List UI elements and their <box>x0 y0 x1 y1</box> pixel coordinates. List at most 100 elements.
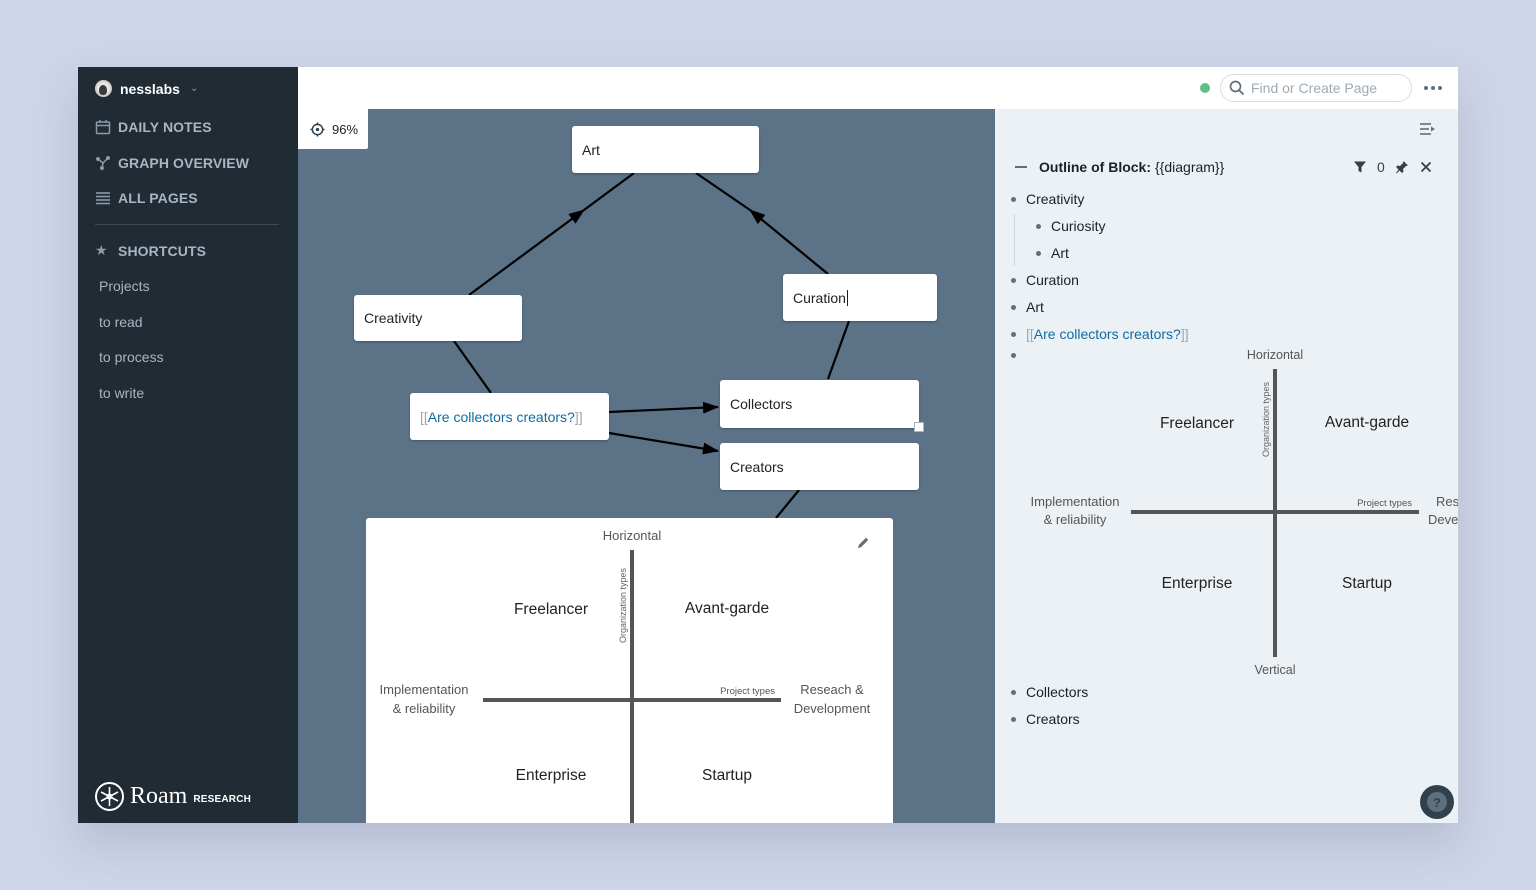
more-options-button[interactable] <box>1422 77 1444 99</box>
outline-block-creators[interactable]: Creators <box>1011 711 1080 727</box>
sidebar-item-daily-notes[interactable]: DAILY NOTES <box>95 119 212 135</box>
sidebar-item-label: DAILY NOTES <box>118 119 212 135</box>
pin-icon[interactable] <box>1395 160 1409 174</box>
left-label-line-2: & reliability <box>393 701 456 716</box>
outline-block-art[interactable]: Art <box>1011 299 1044 315</box>
resize-handle[interactable] <box>914 422 924 432</box>
chevron-down-icon: ⌄ <box>189 83 199 94</box>
page-link[interactable]: Are collectors creators? <box>1033 326 1181 342</box>
bullet-dot[interactable] <box>1011 353 1016 358</box>
top-bar <box>298 67 1458 109</box>
bullet-dot[interactable] <box>1011 689 1016 695</box>
bracket-close: ]] <box>1180 326 1189 342</box>
sidebar-item-all-pages[interactable]: ALL PAGES <box>95 190 198 206</box>
bullet-dot[interactable] <box>1011 331 1016 337</box>
bullet-dot[interactable] <box>1011 716 1016 722</box>
search-input[interactable] <box>1251 80 1401 96</box>
outline-title-bold: Outline of Block: <box>1039 159 1151 175</box>
block-text: Creativity <box>1026 191 1085 207</box>
node-collectors[interactable]: Collectors <box>720 380 919 428</box>
edge-creativity-art <box>468 209 585 296</box>
outline-quadrant-diagram: Horizontal Vertical Organization types P… <box>1031 348 1458 677</box>
graph-name: nesslabs <box>120 80 180 97</box>
node-creativity[interactable]: Creativity <box>354 295 522 341</box>
recenter-icon <box>310 121 325 137</box>
zoom-control[interactable]: 96% <box>298 109 368 149</box>
sidebar-item-label: ALL PAGES <box>118 190 198 206</box>
dot <box>1431 86 1435 90</box>
filter-count: 0 <box>1377 159 1385 175</box>
node-label: Creativity <box>364 310 423 326</box>
outline-block-collectors[interactable]: Collectors <box>1011 684 1088 700</box>
outline-block-curiosity[interactable]: Curiosity <box>1036 218 1105 234</box>
list-icon <box>96 192 110 205</box>
outline-block-diagram[interactable] <box>1011 353 1026 358</box>
child-thread-line <box>1014 214 1015 266</box>
close-icon[interactable] <box>1419 160 1433 174</box>
bracket-open: [[ <box>1026 326 1034 342</box>
help-button[interactable]: ? <box>1420 785 1454 819</box>
collapse-panel-icon[interactable] <box>1419 120 1437 138</box>
graph-switcher[interactable]: nesslabs ⌄ <box>95 80 198 97</box>
right-label-line-1: Res <box>1436 494 1458 509</box>
edge-art-creativity <box>583 172 635 211</box>
filter-icon[interactable] <box>1353 160 1367 174</box>
right-label-line-1: Reseach & <box>800 682 864 697</box>
quadrant-top-left: Freelancer <box>514 601 588 618</box>
dot <box>1438 86 1442 90</box>
bullet-dot[interactable] <box>1036 223 1041 229</box>
page-link[interactable]: Are collectors creators? <box>427 408 575 425</box>
quadrant-diagram: Horizontal Organization types Project ty… <box>380 528 871 823</box>
vertical-axis-label: Organization types <box>618 567 628 643</box>
pencil-icon[interactable] <box>855 535 871 551</box>
outline-block-creativity[interactable]: Creativity <box>1011 191 1084 207</box>
sync-status-dot <box>1200 83 1210 93</box>
left-label-line-1: Implementation <box>380 682 469 697</box>
outline-title-block: {{diagram}} <box>1155 159 1225 175</box>
roam-logo: Roam RESEARCH <box>95 782 251 811</box>
quadrant-bottom-right: Startup <box>1342 575 1392 592</box>
graph-avatar <box>95 80 112 97</box>
node-curation[interactable]: Curation <box>783 274 937 321</box>
edge-curation-art <box>749 209 829 275</box>
whiteboard-canvas[interactable]: 96% Art Curation Creativity [[Are collec… <box>298 109 995 823</box>
outline-header: Outline of Block: {{diagram}} <box>1015 159 1224 175</box>
edge-creativity-question <box>453 340 492 394</box>
node-label: Curation <box>793 289 846 306</box>
bullet-dot[interactable] <box>1011 277 1016 283</box>
roam-logo-word: Roam <box>130 783 188 809</box>
sidebar-item-graph-overview[interactable]: GRAPH OVERVIEW <box>95 155 249 171</box>
shortcut-to-read[interactable]: to read <box>99 314 143 330</box>
bullet-dot[interactable] <box>1011 196 1016 202</box>
edge-creators-diagram <box>775 489 800 519</box>
diagram-node[interactable]: Horizontal Organization types Project ty… <box>366 518 893 823</box>
outline-block-question[interactable]: [[Are collectors creators?]] <box>1011 326 1189 342</box>
outline-block-art-child[interactable]: Art <box>1036 245 1069 261</box>
right-label-line-2: Development <box>794 701 871 716</box>
node-are-collectors-creators[interactable]: [[Are collectors creators?]] <box>410 393 609 440</box>
node-art[interactable]: Art <box>572 126 759 173</box>
block-text: Creators <box>1026 711 1080 727</box>
shortcut-to-write[interactable]: to write <box>99 385 145 401</box>
collapse-icon[interactable] <box>1015 166 1027 168</box>
right-label-line-2: Deve <box>1428 512 1458 527</box>
node-creators[interactable]: Creators <box>720 443 919 490</box>
node-label: Creators <box>730 458 784 475</box>
bullet-dot[interactable] <box>1036 250 1041 256</box>
quadrant-top-right: Avant-garde <box>685 600 769 617</box>
outline-tools: 0 <box>1353 159 1433 175</box>
edge-question-collectors <box>608 401 719 414</box>
search-icon <box>1229 80 1245 96</box>
left-sidebar: nesslabs ⌄ DAILY NOTES GRAPH OVERVIEW AL… <box>78 67 298 823</box>
shortcuts-label: SHORTCUTS <box>118 242 207 259</box>
block-text: Curiosity <box>1051 218 1106 234</box>
search-box[interactable] <box>1220 74 1412 102</box>
outline-block-curation[interactable]: Curation <box>1011 272 1079 288</box>
bullet-dot[interactable] <box>1011 304 1016 310</box>
help-icon: ? <box>1427 792 1447 812</box>
zoom-level: 96% <box>332 121 359 137</box>
left-label-line-1: Implementation <box>1031 494 1120 509</box>
shortcut-to-process[interactable]: to process <box>99 349 164 365</box>
shortcut-projects[interactable]: Projects <box>99 278 150 294</box>
app-window: nesslabs ⌄ DAILY NOTES GRAPH OVERVIEW AL… <box>78 67 1458 823</box>
